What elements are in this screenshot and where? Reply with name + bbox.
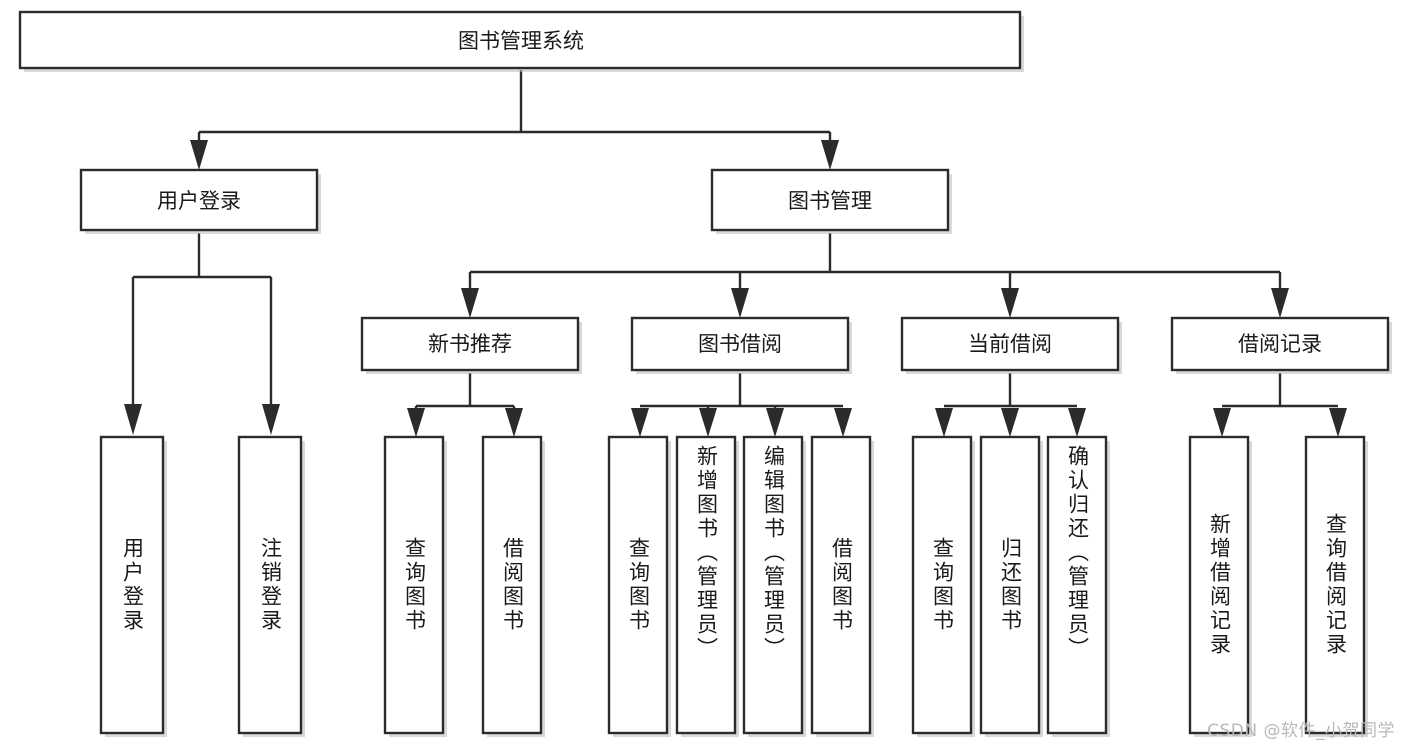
node-leaf-confirm-return[interactable]	[1046, 435, 1110, 737]
csdn-watermark: CSDN @软件_小贺同学	[1207, 721, 1395, 741]
borrow-record-box	[1170, 316, 1390, 372]
leaf-query-record-box	[1304, 435, 1366, 735]
arrow-to-new-book	[461, 288, 479, 318]
leaf-query-book-2-box	[607, 435, 669, 735]
user-login-label: 用户登录	[157, 189, 241, 213]
node-leaf-edit-book[interactable]	[742, 435, 806, 737]
node-root[interactable]: 图书管理系统	[18, 10, 1024, 72]
node-new-book-recommend[interactable]: 新书推荐	[360, 316, 582, 374]
node-current-borrow[interactable]: 当前借阅	[900, 316, 1122, 374]
node-leaf-return-book[interactable]	[979, 435, 1043, 737]
node-leaf-query-book-2[interactable]	[607, 435, 671, 737]
node-borrow-record[interactable]: 借阅记录	[1170, 316, 1392, 374]
leaf-borrow-book-1-box	[481, 435, 543, 735]
node-leaf-user-logout[interactable]	[237, 435, 305, 737]
new-book-recommend-box	[360, 316, 580, 372]
node-leaf-add-record[interactable]	[1188, 435, 1252, 737]
arrow-leaf-borrow-book-2	[834, 408, 852, 437]
node-leaf-query-record[interactable]	[1304, 435, 1368, 737]
arrow-leaf-query-book-1	[407, 408, 425, 437]
leaf-user-logout-box	[237, 435, 303, 735]
arrow-to-user-login	[190, 140, 208, 170]
arrow-to-book-borrow	[731, 288, 749, 318]
leaf-add-book-box	[675, 435, 737, 735]
arrow-leaf-edit-book	[766, 408, 784, 437]
arrow-leaf-user-login	[124, 404, 142, 435]
leaf-confirm-return-box	[1046, 435, 1108, 735]
arrow-leaf-add-book	[699, 408, 717, 437]
node-book-manage[interactable]: 图书管理	[710, 168, 952, 234]
leaf-query-book-3-box	[911, 435, 973, 735]
leaf-borrow-book-2-box	[810, 435, 872, 735]
root-label: 图书管理系统	[458, 29, 584, 53]
book-borrow-label: 图书借阅	[698, 332, 782, 356]
current-borrow-label: 当前借阅	[968, 332, 1052, 356]
node-user-login[interactable]: 用户登录	[79, 168, 321, 234]
node-leaf-query-book-3[interactable]	[911, 435, 975, 737]
node-leaf-add-book[interactable]	[675, 435, 739, 737]
node-leaf-borrow-book-1[interactable]	[481, 435, 545, 737]
current-borrow-box	[900, 316, 1120, 372]
book-manage-box	[710, 168, 950, 232]
leaf-return-book-box	[979, 435, 1041, 735]
node-leaf-borrow-book-2[interactable]	[810, 435, 874, 737]
arrow-leaf-query-book-3	[935, 408, 953, 437]
connector-layer	[124, 70, 1347, 437]
arrow-to-current-borrow	[1001, 288, 1019, 318]
book-borrow-box	[630, 316, 850, 372]
user-login-box	[79, 168, 319, 232]
node-book-borrow[interactable]: 图书借阅	[630, 316, 852, 374]
arrow-leaf-query-book-2	[631, 408, 649, 437]
arrow-leaf-borrow-book-1	[505, 408, 523, 437]
node-leaf-user-login[interactable]	[99, 435, 167, 737]
leaf-user-login-box	[99, 435, 165, 735]
leaf-edit-book-box	[742, 435, 804, 735]
arrow-leaf-confirm-return	[1068, 408, 1086, 437]
leaf-add-record-box	[1188, 435, 1250, 735]
arrow-leaf-user-logout	[262, 404, 280, 435]
borrow-record-label: 借阅记录	[1238, 332, 1322, 356]
root-box	[18, 10, 1022, 70]
arrow-leaf-return-book	[1001, 408, 1019, 437]
book-manage-label: 图书管理	[788, 189, 872, 213]
arrow-to-book-manage	[821, 140, 839, 170]
arrow-leaf-add-record	[1213, 408, 1231, 437]
leaf-query-book-1-box	[383, 435, 445, 735]
arrow-to-borrow-record	[1271, 288, 1289, 318]
node-leaf-query-book-1[interactable]	[383, 435, 447, 737]
new-book-recommend-label: 新书推荐	[428, 332, 512, 356]
arrow-leaf-query-record	[1329, 408, 1347, 437]
